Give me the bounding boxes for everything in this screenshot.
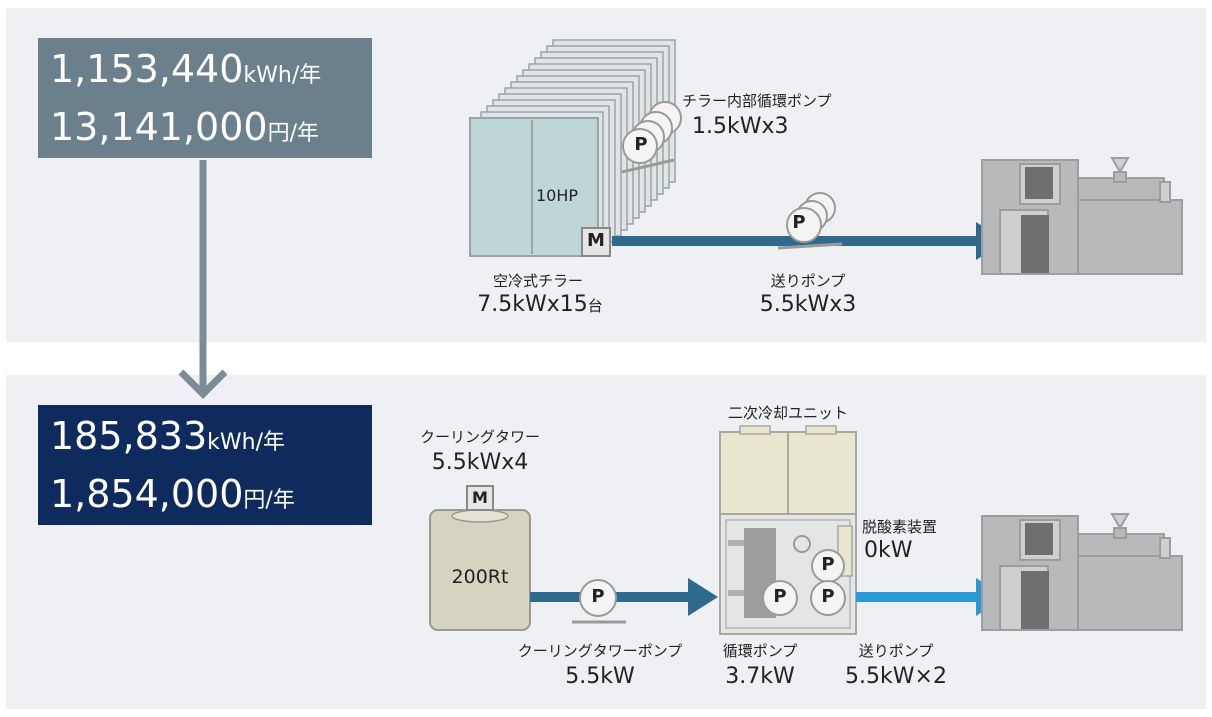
- before-energy-value: 1,153,440: [50, 47, 244, 91]
- cooling-tower: [429, 485, 531, 631]
- tower-pump-name: クーリングタワーポンプ: [517, 642, 683, 660]
- after-energy-line: 185,833kWh/年: [50, 411, 360, 469]
- feed-pump-bottom-mark: P: [821, 586, 835, 607]
- after-energy-box: 185,833kWh/年 1,854,000円/年: [38, 405, 372, 525]
- tower-motor-mark: M: [472, 488, 488, 507]
- molding-machine-bottom: [981, 513, 1183, 631]
- tower-pump-power: 5.5kW: [565, 664, 635, 689]
- after-energy-unit: kWh/年: [207, 430, 285, 455]
- deoxidizer-name: 脱酸素装置: [862, 518, 938, 536]
- internal-pump-stack: [621, 101, 682, 174]
- tower-pump-mark: P: [591, 586, 605, 607]
- chiller-motor-mark: M: [587, 230, 605, 251]
- deoxidizer-power: 0kW: [864, 538, 913, 563]
- tower-pump: [572, 579, 626, 624]
- after-cost-line: 1,854,000円/年: [50, 469, 360, 527]
- feed-pump-top-mark: P: [792, 212, 806, 233]
- air-cooled-chiller-stack: [469, 39, 676, 257]
- after-cost-value: 1,854,000: [50, 472, 244, 516]
- before-energy-box: 1,153,440kWh/年 13,141,000円/年: [38, 38, 372, 158]
- circ-pump-power: 3.7kW: [725, 664, 795, 689]
- before-cost-value: 13,141,000: [50, 105, 268, 149]
- feed-pump-top-power: 5.5kWx3: [759, 292, 857, 317]
- feed-pump-top-name: 送りポンプ: [770, 272, 846, 290]
- before-cost-line: 13,141,000円/年: [50, 102, 360, 160]
- secondary-cooling-unit: [719, 425, 857, 635]
- tower-power: 5.5kWx4: [431, 450, 529, 475]
- circ-pump-mark-1: P: [821, 554, 835, 575]
- tower-name: クーリングタワー: [419, 428, 540, 446]
- internal-pump-mark: P: [634, 134, 648, 155]
- before-cost-unit: 円/年: [267, 121, 319, 146]
- chiller-motor-icon: [581, 227, 611, 257]
- before-energy-line: 1,153,440kWh/年: [50, 44, 360, 102]
- internal-pump-name: チラー内部循環ポンプ: [682, 92, 832, 110]
- chiller-power-suffix: 台: [587, 297, 603, 315]
- tower-capacity: 200Rt: [451, 566, 509, 588]
- circ-pump-name: 循環ポンプ: [722, 642, 798, 660]
- internal-pump-power: 1.5kWx3: [692, 114, 789, 139]
- chiller-front: [469, 117, 599, 257]
- reduction-arrow: [178, 160, 228, 399]
- unit-name: 二次冷却ユニット: [727, 404, 848, 422]
- pipe-bottom-left: [530, 578, 718, 616]
- circ-pump-mark-2: P: [773, 586, 787, 607]
- after-energy-value: 185,833: [50, 414, 208, 458]
- chiller-name: 空冷式チラー: [492, 272, 583, 290]
- feed-pump-stack-top: [777, 192, 843, 250]
- feed-pump-bottom-name: 送りポンプ: [858, 642, 934, 660]
- chiller-power: 7.5kWx15: [477, 292, 588, 317]
- chiller-power-label: 7.5kWx15台: [440, 292, 640, 317]
- chiller-capacity-label: 10HP: [536, 186, 579, 205]
- after-cost-unit: 円/年: [243, 488, 295, 513]
- feed-pump-bottom-power: 5.5kW×2: [845, 664, 947, 689]
- tower-motor-icon: [466, 485, 494, 511]
- before-energy-unit: kWh/年: [243, 63, 322, 88]
- molding-machine-top: [981, 157, 1183, 275]
